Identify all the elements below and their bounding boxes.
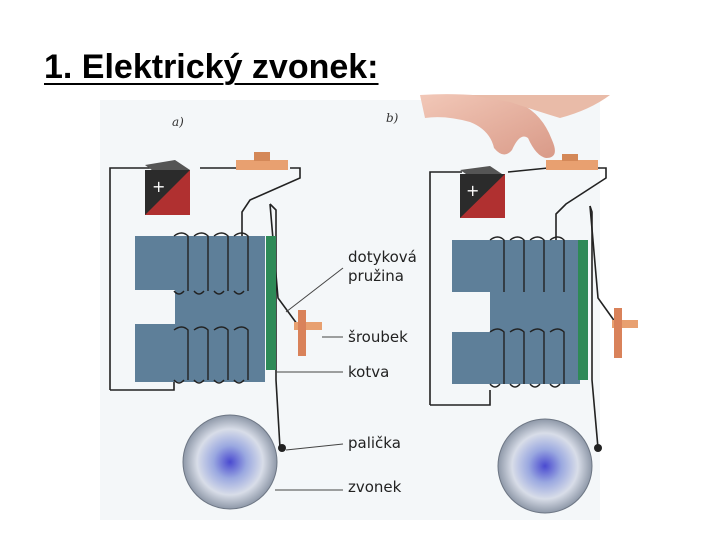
panel-b-armature [578,240,588,380]
panel-a-hammer [278,444,286,452]
panel-b-wires [429,167,619,449]
panel-b-label: b) [386,111,399,125]
panel-a-bell [182,414,278,510]
label-contact-spring-1: dotyková [348,248,417,266]
battery-plus-icon: + [152,177,165,196]
panel-a-coils [173,232,249,384]
battery-plus-icon-b: + [466,181,479,200]
panel-a-armature [266,236,276,370]
label-armature: kotva [348,363,389,381]
panel-b-bell [497,418,593,514]
panel-a-core [135,236,265,382]
label-screw: šroubek [348,328,408,346]
panel-a: a) + [109,115,417,510]
panel-b-battery: + [460,166,505,218]
hand-icon [420,94,610,158]
panel-b-switch [546,154,598,170]
label-hammer: palička [348,434,401,452]
label-bell: zvonek [348,478,402,496]
label-contact-spring-2: pružina [348,267,404,285]
panel-b-hammer [594,444,602,452]
panel-a-switch [236,152,288,170]
panel-a-label: a) [172,115,184,129]
panel-a-wires [109,167,301,449]
panel-a-screw [294,310,322,356]
panel-b-core [452,240,580,384]
panel-a-leader-lines [275,267,344,491]
panel-b-screw [612,308,638,358]
panel-b-coils [489,236,565,388]
panel-a-battery: + [145,160,190,215]
panel-b: b) + [386,94,638,514]
slide-title: 1. Elektrický zvonek: [44,48,379,86]
